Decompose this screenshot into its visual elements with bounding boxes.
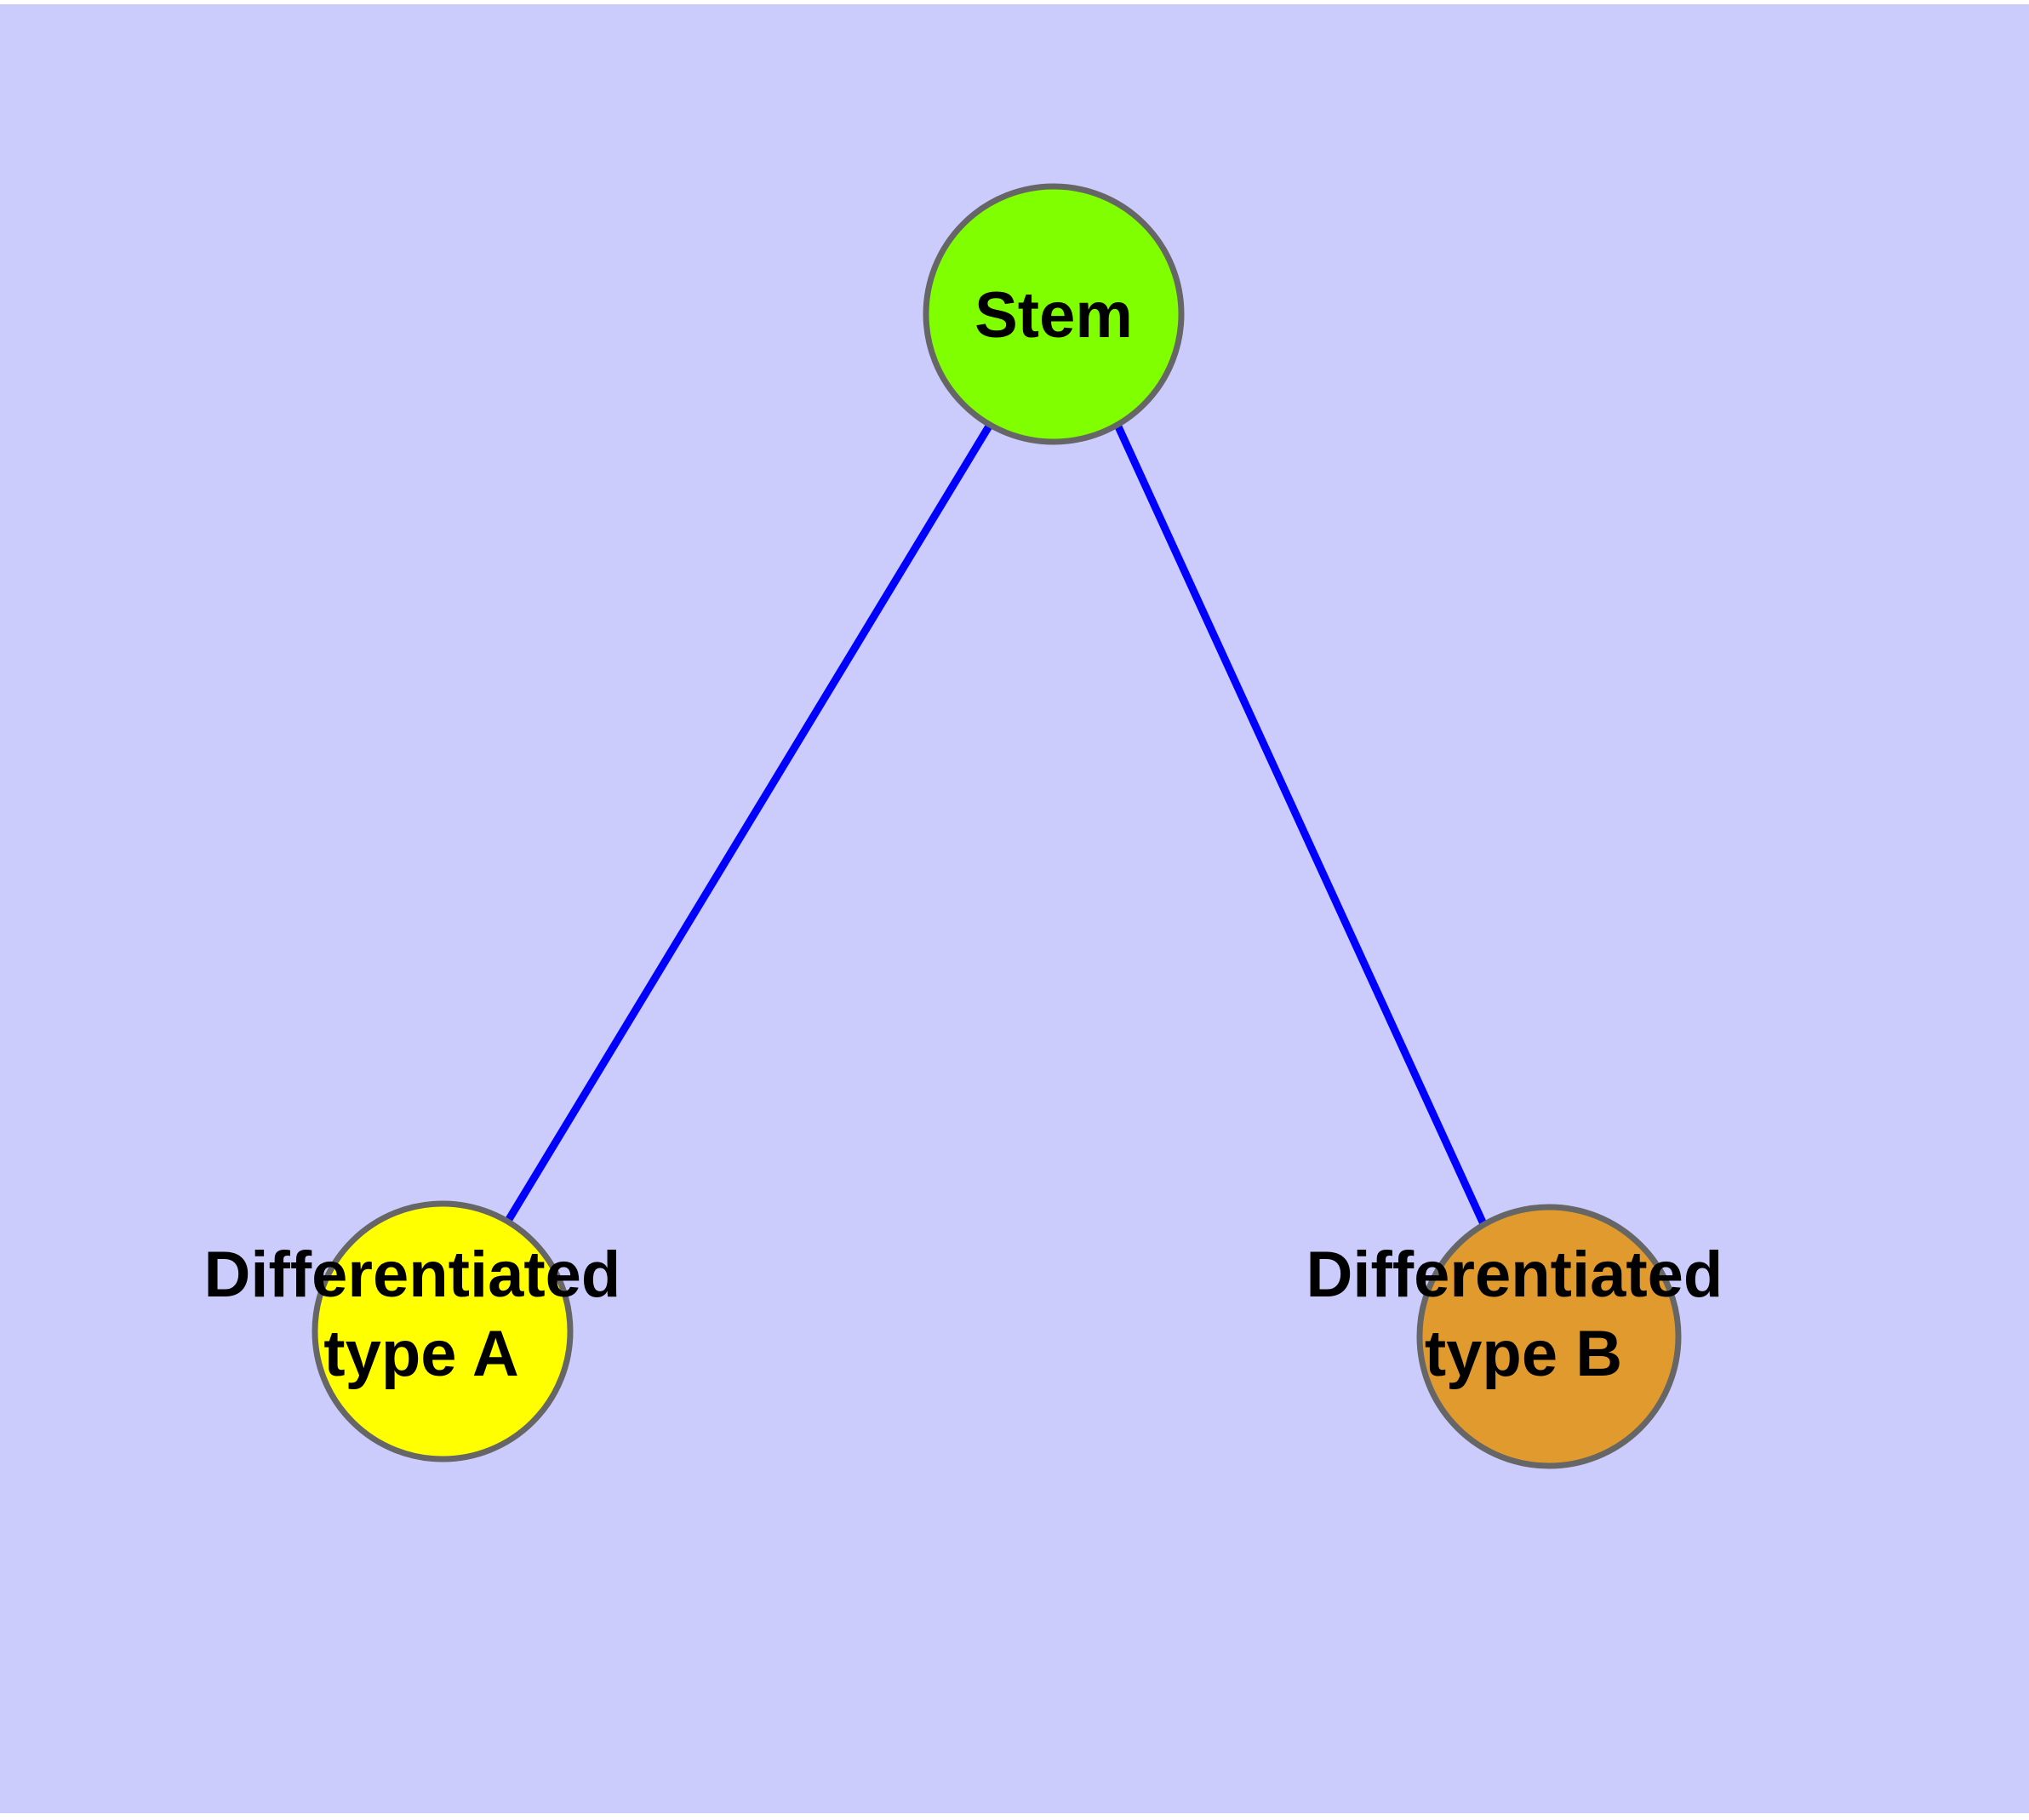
node-label-differentiated-type-b-line-2: type B: [1425, 1318, 1622, 1390]
node-label-differentiated-type-a-line-2: type A: [323, 1318, 518, 1390]
node-layer: [311, 183, 1682, 1469]
edge-layer: [505, 422, 1489, 1228]
node-label-stem: Stem: [974, 279, 1133, 352]
node-stem[interactable]: [923, 183, 1185, 445]
node-differentiated-type-a[interactable]: [311, 1200, 574, 1462]
edge-stem-to-differentiated-type-a[interactable]: [505, 422, 993, 1223]
node-label-differentiated-type-b-line-1: Differentiated: [1306, 1239, 1723, 1311]
node-label-differentiated-type-b: Differentiated type B: [1306, 1239, 1741, 1390]
label-layer: Stem Differentiated type A Differentiate…: [204, 279, 1741, 1390]
node-label-differentiated-type-a: Differentiated type A: [204, 1239, 639, 1390]
edge-stem-to-differentiated-type-b[interactable]: [1113, 423, 1489, 1228]
node-label-stem-line-1: Stem: [974, 279, 1133, 352]
node-differentiated-type-b[interactable]: [1416, 1204, 1682, 1469]
node-label-differentiated-type-a-line-1: Differentiated: [204, 1239, 621, 1311]
